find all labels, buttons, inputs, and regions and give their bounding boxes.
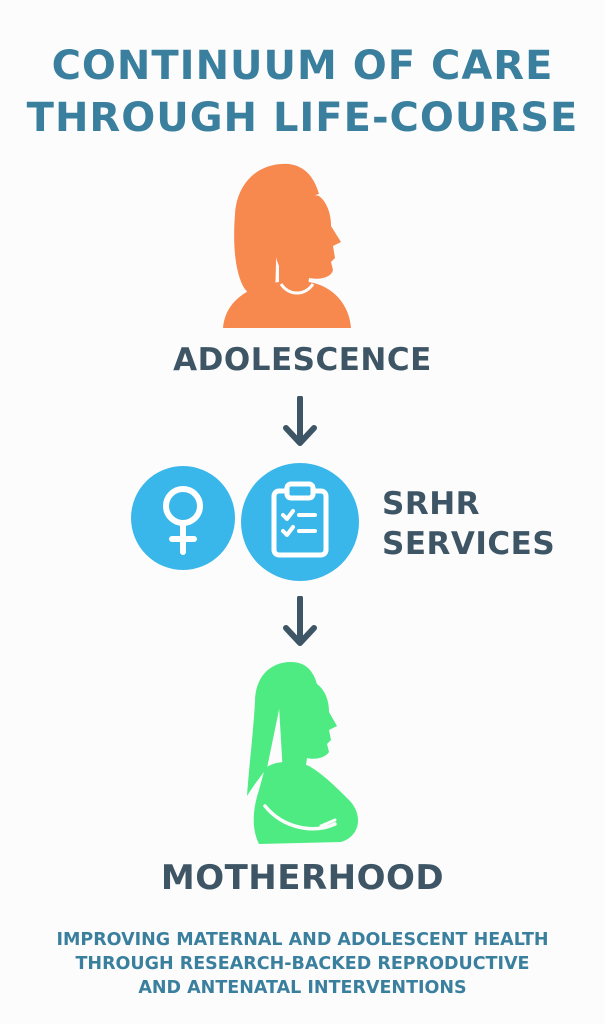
adolescent-girl-icon xyxy=(223,163,351,328)
pregnant-woman-icon xyxy=(247,662,359,844)
motherhood-label: MOTHERHOOD xyxy=(160,858,445,898)
footer-line-2: THROUGH RESEARCH-BACKED REPRODUCTIVE xyxy=(75,954,530,974)
srhr-services-label: SRHR SERVICES xyxy=(382,484,555,564)
adolescence-label: ADOLESCENCE xyxy=(173,342,432,378)
footer-description: IMPROVING MATERNAL AND ADOLESCENT HEALTH… xyxy=(0,928,605,1000)
title-line-2: THROUGH LIFE-COURSE xyxy=(26,95,579,141)
srhr-label-line-1: SRHR xyxy=(382,486,481,522)
diagram-title: CONTINUUM OF CARE THROUGH LIFE-COURSE xyxy=(0,40,605,144)
arrow-down-icon xyxy=(283,596,317,646)
clipboard-checklist-icon xyxy=(241,463,359,581)
footer-line-1: IMPROVING MATERNAL AND ADOLESCENT HEALTH xyxy=(56,930,549,950)
female-symbol-icon xyxy=(131,466,235,570)
arrow-down-icon xyxy=(283,396,317,446)
footer-line-3: AND ANTENATAL INTERVENTIONS xyxy=(138,978,467,998)
srhr-label-line-2: SERVICES xyxy=(382,526,556,562)
title-line-1: CONTINUUM OF CARE xyxy=(51,43,554,89)
